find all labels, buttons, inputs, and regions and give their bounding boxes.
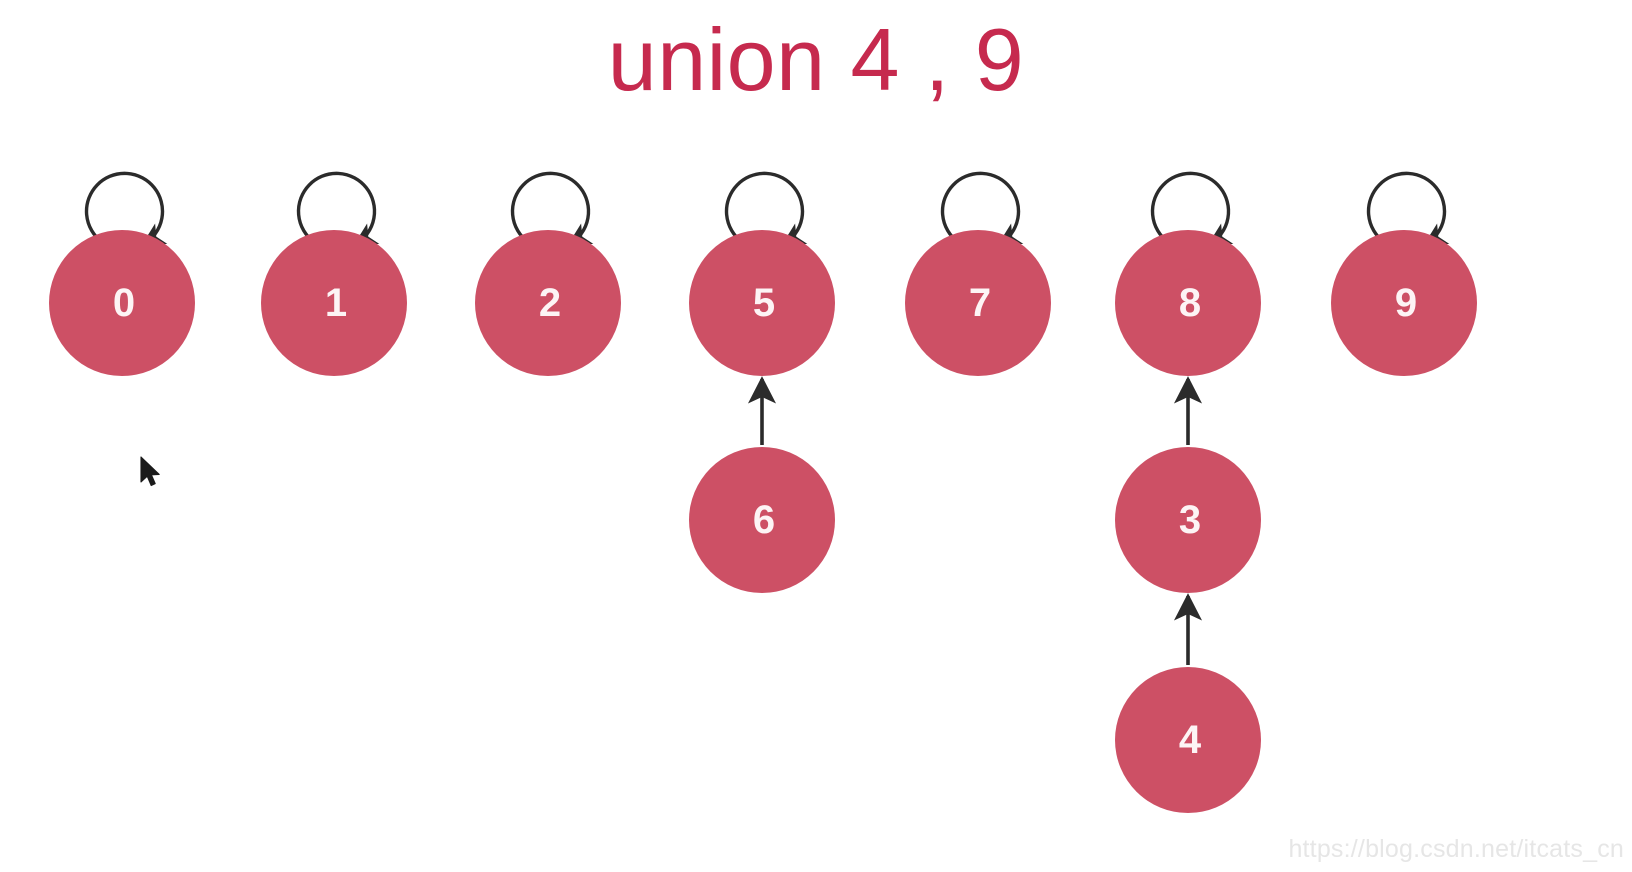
graph-node-5[interactable]: 5 — [689, 230, 835, 376]
graph-node-0[interactable]: 0 — [49, 230, 195, 376]
graph-node-label: 1 — [324, 281, 348, 325]
mouse-cursor-icon — [140, 456, 160, 487]
graph-node-label: 0 — [112, 281, 136, 325]
graph-node-1[interactable]: 1 — [261, 230, 407, 376]
graph-node-2[interactable]: 2 — [475, 230, 621, 376]
graph-node-9[interactable]: 9 — [1331, 230, 1477, 376]
graph-node-label: 3 — [1178, 498, 1202, 542]
graph-node-label: 8 — [1178, 281, 1202, 325]
graph-node-label: 6 — [752, 498, 776, 542]
graph-node-3[interactable]: 3 — [1115, 447, 1261, 593]
page-title: union 4 , 9 — [607, 10, 1025, 109]
graph-node-label: 7 — [968, 281, 992, 325]
graph-node-4[interactable]: 4 — [1115, 667, 1261, 813]
graph-node-label: 4 — [1178, 718, 1202, 762]
graph-node-label: 2 — [538, 281, 562, 325]
graph-node-label: 5 — [752, 281, 776, 325]
graph-node-6[interactable]: 6 — [689, 447, 835, 593]
graph-node-7[interactable]: 7 — [905, 230, 1051, 376]
graph-node-8[interactable]: 8 — [1115, 230, 1261, 376]
graph-node-label: 9 — [1394, 281, 1418, 325]
watermark-text: https://blog.csdn.net/itcats_cn — [1288, 835, 1624, 863]
